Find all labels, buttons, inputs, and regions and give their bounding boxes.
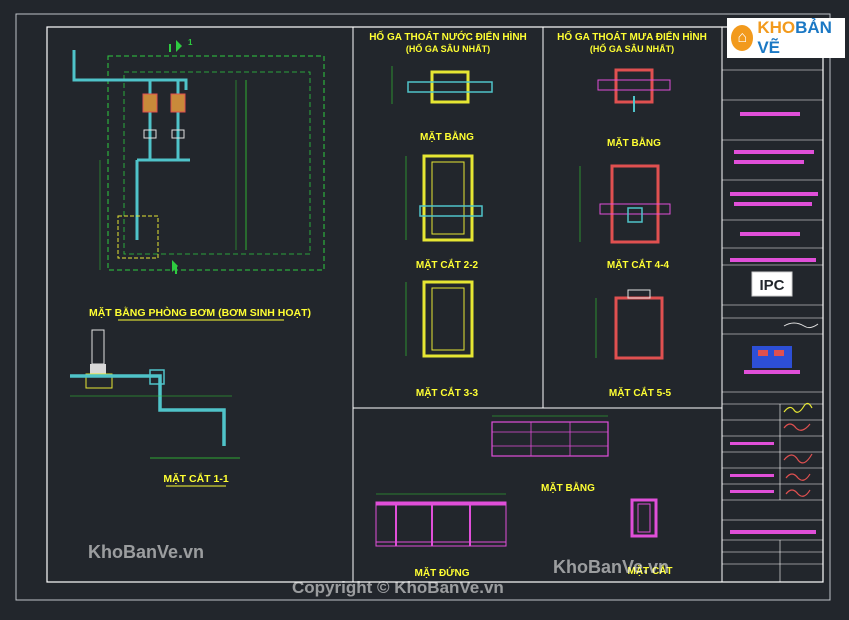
khobanve-logo: ⌂ KHOBẢN VẼ xyxy=(727,18,845,58)
sewer-section-3-3 xyxy=(405,280,474,358)
mat-bang-1: MẶT BẰNG xyxy=(420,130,474,143)
bottom-mat-cat: MẶT CẮT xyxy=(628,564,673,577)
logo-mark-icon: ⌂ xyxy=(731,25,754,51)
sewer-manhole-subtitle: (HỐ GA SÂU NHẤT) xyxy=(406,43,490,54)
bottom-mat-dung: MẶT ĐỨNG xyxy=(415,566,470,579)
rain-manhole-plan xyxy=(597,68,671,112)
outer-frame xyxy=(15,13,831,601)
watermark-copyright: Copyright © KhoBanVe.vn xyxy=(292,578,504,597)
rain-manhole-title: HỐ GA THOÁT MƯA ĐIỂN HÌNH xyxy=(557,29,707,43)
sewer-section-2-2 xyxy=(405,154,483,242)
rain-manhole-subtitle: (HỐ GA SÂU NHẤT) xyxy=(590,43,674,54)
mat-cat-5-5: MẶT CẮT 5-5 xyxy=(609,386,672,399)
rain-section-4-4 xyxy=(579,164,671,244)
mat-cat-2-2: MẶT CẮT 2-2 xyxy=(416,258,479,271)
section-marker-top: 1 xyxy=(188,38,193,47)
trench-elevation xyxy=(375,493,507,547)
sewer-manhole-title: HỐ GA THOÁT NƯỚC ĐIỂN HÌNH xyxy=(369,29,527,43)
mat-cat-4-4: MẶT CẮT 4-4 xyxy=(607,258,670,271)
rain-section-5-5 xyxy=(595,289,664,360)
watermark-left: KhoBanVe.vn xyxy=(88,542,205,562)
mat-bang-2: MẶT BẰNG xyxy=(607,136,661,149)
plan-title: MẶT BẰNG PHÒNG BƠM (BƠM SINH HOẠT) xyxy=(89,306,311,319)
pump-room-plan xyxy=(72,40,325,274)
trench-plan xyxy=(491,415,609,457)
sewer-manhole-plan xyxy=(391,66,493,104)
trench-section xyxy=(630,498,658,538)
section-1-1 xyxy=(70,329,240,459)
mat-cat-3-3: MẶT CẮT 3-3 xyxy=(416,386,479,399)
title-block xyxy=(722,69,823,582)
ipc-logo: IPC xyxy=(759,277,784,294)
drawing-frame xyxy=(46,26,824,583)
watermark-right: KhoBanVe.vn xyxy=(553,557,670,577)
bottom-mat-bang: MẶT BẰNG xyxy=(541,481,595,494)
section-1-1-title: MẶT CẮT 1-1 xyxy=(163,472,228,485)
logo-text: KHOBẢN VẼ xyxy=(757,18,832,57)
